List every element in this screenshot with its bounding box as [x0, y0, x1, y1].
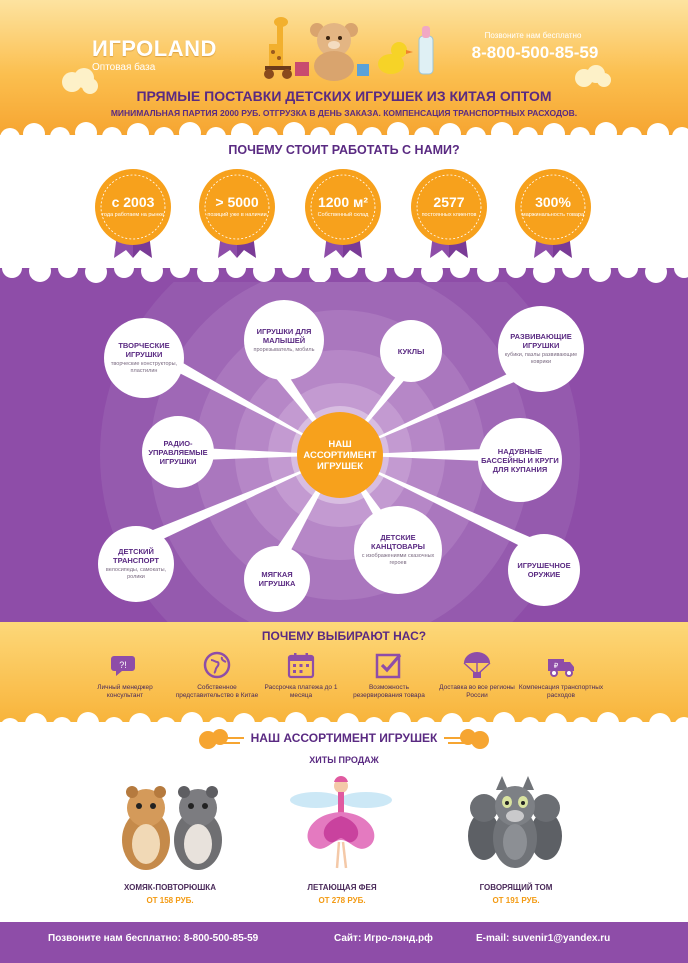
stat-text: года работаем на рынке	[102, 212, 164, 218]
cloud-divider	[0, 122, 688, 148]
checkbox-icon	[375, 653, 402, 679]
category-title: ДЕТСКИЕ КАНЦТОВАРЫ	[371, 533, 425, 551]
footer-email-link[interactable]: E-mail: suvenir1@yandex.ru	[476, 933, 611, 944]
category-bubble[interactable]: ДЕТСКИЙ ТРАНСПОРТ велосипеды, самокаты, …	[98, 526, 174, 602]
stat-badge: > 5000 позиций уже в наличии	[196, 166, 278, 258]
benefit-item: ₽ Компенсация транспортных расходов	[516, 650, 606, 700]
category-desc: творческие конструкторы, пластилин	[110, 361, 178, 374]
category-bubble[interactable]: РАЗВИВАЮЩИЕ ИГРУШКИ кубики, пазлы развив…	[498, 306, 584, 392]
category-desc: прорезыватель, мобиль	[253, 346, 315, 353]
benefit-label: Компенсация транспортных расходов	[518, 684, 604, 699]
svg-text:₽: ₽	[554, 662, 559, 670]
logo-subtitle: Оптовая база	[92, 62, 156, 73]
category-desc: велосипеды, самокаты, ролики	[105, 567, 167, 580]
benefit-item: Возможность резервирования товара	[344, 650, 434, 700]
benefit-item: Собственное представительство в Китае	[172, 650, 262, 700]
product-name[interactable]: ГОВОРЯЩИЙ ТОМ	[479, 883, 553, 892]
category-bubble[interactable]: МЯГКАЯ ИГРУШКА	[244, 546, 310, 612]
category-title: НАДУВНЫЕ БАССЕЙНЫ И КРУГИ ДЛЯ КУПАНИЯ	[481, 446, 559, 474]
wind-swirl-icon	[196, 728, 246, 750]
cloud-divider	[0, 712, 688, 738]
category-bubble[interactable]: ТВОРЧЕСКИЕ ИГРУШКИ творческие конструкто…	[104, 318, 184, 398]
category-title: ТВОРЧЕСКИЕ ИГРУШКИ	[118, 341, 170, 359]
assortment-title: НАШ АССОРТИМЕНТ ИГРУШЕК	[250, 731, 438, 745]
stat-value: > 5000	[215, 194, 259, 210]
product-name[interactable]: ЛЕТАЮЩАЯ ФЕЯ	[307, 883, 377, 892]
benefit-label: Доставка во все регионы России	[439, 684, 515, 699]
footer-phone-link[interactable]: Позвоните нам бесплатно: 8-800-500-85-59	[48, 933, 259, 944]
truck-icon: ₽	[548, 659, 574, 677]
category-title: РАЗВИВАЮЩИЕ ИГРУШКИ	[510, 332, 572, 350]
toys-illustration	[255, 14, 445, 82]
category-bubble[interactable]: ДЕТСКИЕ КАНЦТОВАРЫ с изображениями сказо…	[354, 506, 442, 594]
category-title: ДЕТСКИЙ ТРАНСПОРТ	[113, 547, 159, 565]
category-title: КУКЛЫ	[397, 346, 425, 356]
benefit-label: Рассрочка платежа до 1 месяца	[264, 684, 338, 699]
stat-badge: 300% маржинальность товара	[512, 166, 594, 258]
talking-tom-image[interactable]	[462, 776, 568, 872]
why-choose-section	[0, 622, 688, 722]
category-title: ИГРУШЕЧНОЕ ОРУЖИЕ	[517, 561, 571, 579]
category-bubble[interactable]: ИГРУШЕЧНОЕ ОРУЖИЕ	[508, 534, 580, 606]
call-free-note: Позвоните нам бесплатно	[484, 31, 582, 40]
why-section-title: ПОЧЕМУ СТОИТ РАБОТАТЬ С НАМИ?	[228, 143, 460, 157]
flying-fairy-image[interactable]	[286, 772, 396, 872]
stat-value: 2577	[433, 194, 465, 210]
stat-text: позиций уже в наличии	[207, 212, 267, 218]
puff-cloud-icon	[574, 64, 614, 90]
stat-badge: 1200 м² Собственный склад	[302, 166, 384, 258]
calendar-icon	[287, 653, 315, 679]
stat-value: 1200 м²	[317, 194, 369, 210]
stat-text: постоянных клиентов	[421, 212, 477, 218]
product-name[interactable]: ХОМЯК-ПОВТОРЮШКА	[124, 883, 216, 892]
stat-text: Собственный склад	[317, 212, 369, 218]
benefit-item: ?! Личный менеджер консультант	[80, 650, 170, 700]
puff-cloud-icon	[60, 66, 100, 96]
parachute-icon	[463, 652, 491, 678]
category-bubble[interactable]: РАДИО-УПРАВЛЯЕМЫЕ ИГРУШКИ	[142, 416, 214, 488]
stat-badge: 2577 постоянных клиентов	[408, 166, 490, 258]
chat-icon: ?!	[111, 656, 135, 676]
product-price: ОТ 191 РУБ.	[492, 896, 540, 905]
cloud-divider	[0, 258, 688, 284]
category-title: РАДИО-УПРАВЛЯЕМЫЕ ИГРУШКИ	[148, 438, 208, 466]
header-phone-link[interactable]: 8-800-500-85-59	[471, 43, 599, 62]
category-title: ИГРУШКИ ДЛЯ МАЛЫШЕЙ	[256, 326, 312, 345]
category-bubble[interactable]: КУКЛЫ	[380, 320, 442, 382]
product-price: ОТ 158 РУБ.	[146, 896, 194, 905]
product-price: ОТ 278 РУБ.	[318, 896, 366, 905]
benefit-label: Собственное представительство в Китае	[175, 684, 259, 699]
footer-bar	[0, 922, 688, 963]
stat-text: маржинальность товара	[521, 212, 585, 218]
assortment-center-badge: НАШ АССОРТИМЕНТ ИГРУШЕК	[297, 412, 383, 498]
main-subheading: МИНИМАЛЬНАЯ ПАРТИЯ 2000 РУБ. ОТГРУЗКА В …	[110, 108, 578, 118]
stat-value: 300%	[535, 194, 571, 210]
benefit-label: Возможность резервирования товара	[353, 684, 425, 699]
why-choose-title: ПОЧЕМУ ВЫБИРАЮТ НАС?	[261, 629, 427, 643]
category-title: МЯГКАЯ ИГРУШКА	[258, 570, 296, 588]
main-heading: ПРЯМЫЕ ПОСТАВКИ ДЕТСКИХ ИГРУШЕК ИЗ КИТАЯ…	[136, 88, 552, 104]
globe-icon	[203, 651, 231, 679]
category-bubble[interactable]: НАДУВНЫЕ БАССЕЙНЫ И КРУГИ ДЛЯ КУПАНИЯ	[478, 418, 562, 502]
category-desc: с изображениями сказочных героев	[361, 553, 435, 566]
category-desc: кубики, пазлы развивающие коврики	[504, 352, 578, 365]
benefit-label: Личный менеджер консультант	[97, 684, 153, 699]
stat-value: с 2003	[111, 194, 155, 210]
benefit-item: Доставка во все регионы России	[432, 650, 522, 700]
stat-badge: с 2003 года работаем на рынке	[92, 166, 174, 258]
category-bubble[interactable]: ИГРУШКИ ДЛЯ МАЛЫШЕЙ прорезыватель, мобил…	[244, 300, 324, 380]
hamster-toy-image[interactable]	[112, 778, 232, 874]
bestsellers-label: ХИТЫ ПРОДАЖ	[309, 755, 379, 765]
logo[interactable]: ИГРОLAND	[92, 36, 217, 61]
svg-text:?!: ?!	[119, 660, 127, 670]
wind-swirl-icon	[442, 728, 492, 750]
benefit-item: Рассрочка платежа до 1 месяца	[256, 650, 346, 700]
footer-site-link[interactable]: Сайт: Игро-лэнд.рф	[334, 933, 433, 944]
